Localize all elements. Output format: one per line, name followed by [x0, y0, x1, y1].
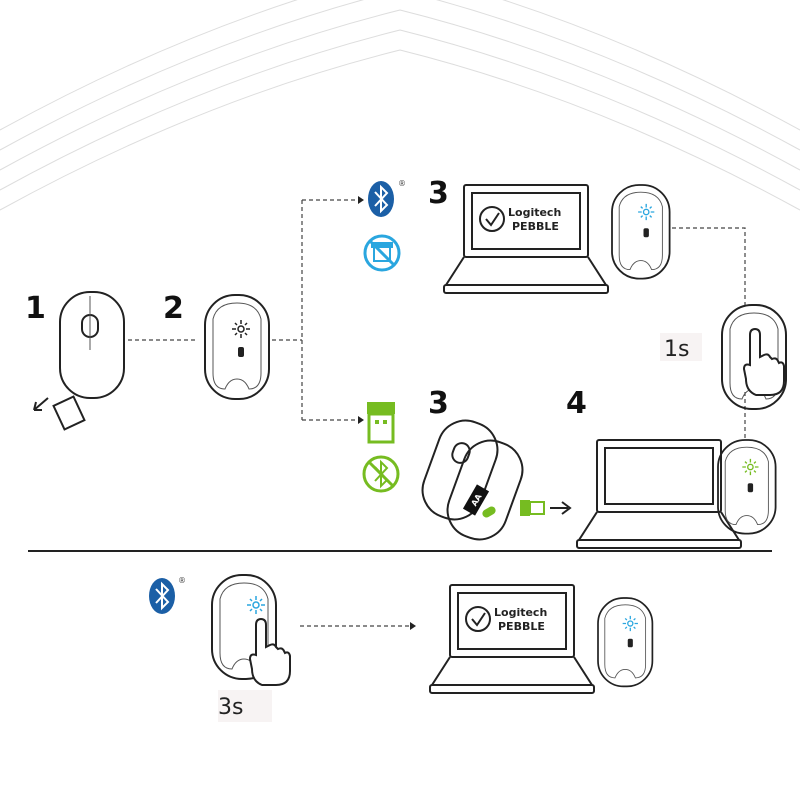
bluetooth-icon — [368, 181, 394, 217]
laptop-pairing-screen-bottom: Logitech PEBBLE — [429, 584, 595, 694]
mouse-bottom-step2 — [204, 294, 270, 400]
step-1-number: 1 — [25, 291, 46, 326]
usb-receiver-icon — [367, 402, 395, 444]
screen-product: PEBBLE — [512, 220, 559, 233]
registered-mark-bottom: ® — [178, 576, 186, 585]
bluetooth-icon-bottom — [149, 578, 175, 614]
registered-mark: ® — [398, 179, 406, 188]
connector-right — [672, 227, 746, 440]
mouse-top-view — [59, 291, 125, 399]
branch-connector — [272, 199, 358, 421]
arrow-icon — [550, 501, 572, 515]
step-4-number: 4 — [566, 386, 587, 421]
mouse-bottom-paired-bottom — [597, 597, 654, 688]
checkmark-icon — [479, 206, 505, 232]
hold-duration-3s: 3s — [218, 695, 243, 720]
laptop-receiver — [576, 439, 742, 549]
mouse-battery-insert: AA — [421, 419, 524, 541]
step-3-receiver-number: 3 — [428, 386, 449, 421]
receiver-plug-in — [520, 500, 572, 516]
step-3-bluetooth-number: 3 — [428, 176, 449, 211]
led-icon — [231, 319, 251, 339]
screen-brand-bottom: Logitech — [494, 606, 547, 619]
mouse-bottom-receiver — [717, 439, 777, 535]
screen-product-bottom: PEBBLE — [498, 620, 545, 633]
mouse-bottom-hold-1s — [721, 304, 787, 410]
battery-tab-pull — [33, 395, 86, 431]
hold-duration-1s: 1s — [664, 337, 689, 362]
screen-brand: Logitech — [508, 206, 561, 219]
mouse-bottom-hold-3s — [211, 574, 291, 686]
no-receiver-icon — [363, 234, 401, 272]
step-2-number: 2 — [163, 291, 184, 326]
mouse-bottom-paired — [611, 184, 671, 280]
no-bluetooth-icon — [362, 455, 400, 493]
background-pattern — [0, 0, 800, 211]
laptop-pairing-screen: Logitech PEBBLE — [443, 184, 609, 294]
